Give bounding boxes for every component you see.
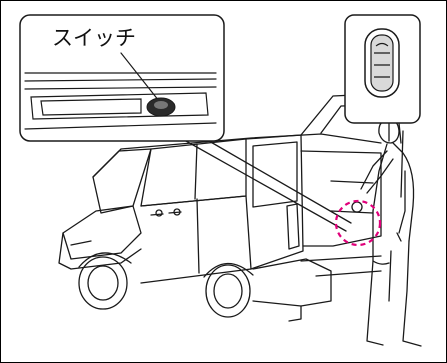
key-fob-icon: [365, 29, 399, 97]
switch-label: スイッチ: [52, 26, 136, 50]
smart-key-inset: [345, 15, 420, 123]
switch-button-icon: [154, 101, 168, 109]
tailgate-switch-inset: スイッチ: [20, 15, 224, 141]
callout-lines: [186, 131, 403, 231]
